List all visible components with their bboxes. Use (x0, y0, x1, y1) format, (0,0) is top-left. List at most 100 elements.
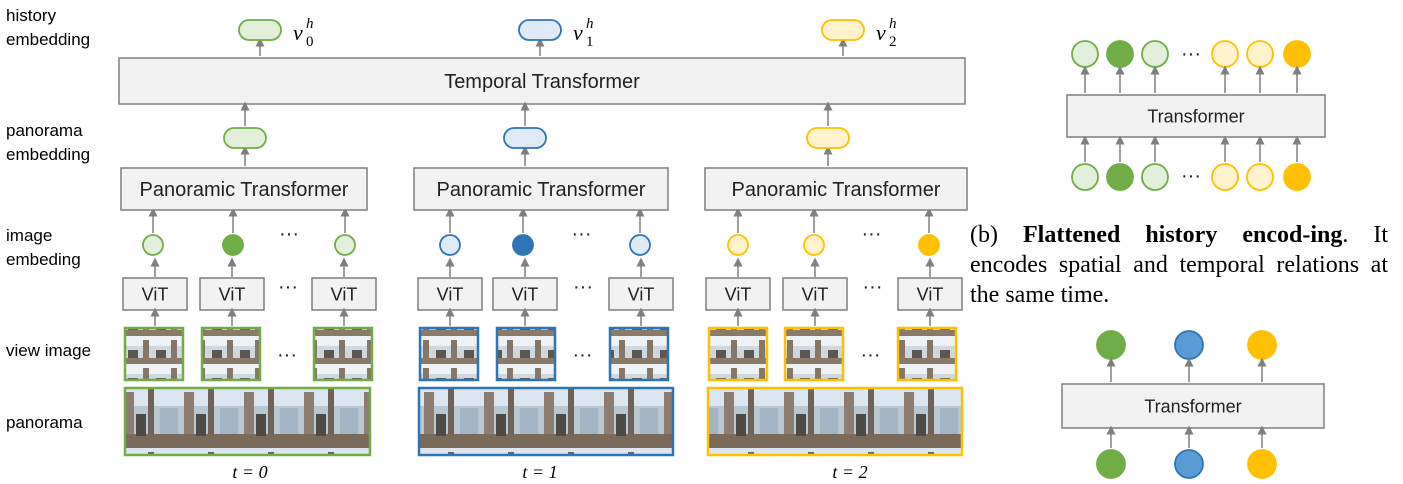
history-sub-t0: 0 (306, 34, 314, 50)
history-sub-t2: 2 (889, 34, 897, 50)
vit-box-t1-1 (492, 277, 558, 311)
panoramic-transformer-t1-label: Panoramic Transformer (437, 179, 646, 201)
image-embedding-t0-1 (222, 234, 244, 256)
caption-rest: . It encodes spatial and temporal relati… (970, 222, 1388, 308)
label-image-embedding: image embeding (6, 226, 81, 269)
history-embedding-t1 (518, 19, 562, 41)
view-image-t0-2 (312, 326, 374, 382)
flattened-ellipsis-bottom: ··· (1181, 165, 1201, 187)
history-embedding-t2 (821, 19, 865, 41)
panorama-t1 (417, 386, 675, 457)
history-sup-t2: h (889, 16, 897, 32)
emb-ellipsis-t2: ··· (862, 223, 882, 245)
vit-box-t0-1 (199, 277, 265, 311)
view-image-t1-1 (495, 326, 557, 382)
flattened-output-3 (1211, 40, 1239, 68)
time-label-t2: t = 2 (832, 462, 867, 482)
time-label-t0: t = 0 (232, 462, 267, 482)
label-view-image: view image (6, 341, 92, 360)
history-transformer-box (1061, 383, 1325, 429)
flattened-input-2 (1141, 163, 1169, 191)
history-output-1 (1174, 330, 1204, 360)
history-output-0 (1096, 330, 1126, 360)
flattened-output-5 (1283, 40, 1311, 68)
view-image-t0-1 (200, 326, 262, 382)
emb-ellipsis-t1: ··· (572, 223, 592, 245)
vit-ellipsis-t1: ··· (573, 276, 593, 298)
vit-box-t0-0-label: ViT (142, 284, 169, 304)
history-var-t0: v (293, 20, 303, 45)
view-image-t2-2 (896, 326, 958, 382)
vit-box-t2-0-label: ViT (725, 284, 752, 304)
flattened-ellipsis-top: ··· (1181, 43, 1201, 65)
image-embedding-t0-0 (142, 234, 164, 256)
view-ellipsis-t0: ··· (277, 344, 297, 366)
vit-box-t0-2-label: ViT (331, 284, 358, 304)
panorama-embedding-t0 (223, 127, 267, 149)
temporal-transformer-box-label: Temporal Transformer (444, 71, 640, 93)
label-panorama-embedding: panorama embedding (6, 121, 91, 164)
flattened-output-1 (1106, 40, 1134, 68)
image-embedding-t2-2 (918, 234, 940, 256)
view-ellipsis-t2: ··· (861, 344, 881, 366)
flattened-input-0 (1071, 163, 1099, 191)
vit-box-t0-1-label: ViT (219, 284, 246, 304)
flattened-transformer-box-label: Transformer (1147, 106, 1244, 126)
vit-box-t1-0-label: ViT (437, 284, 464, 304)
history-embedding-t0 (238, 19, 282, 41)
panoramic-transformer-t0-label: Panoramic Transformer (140, 179, 349, 201)
history-sub-t1: 1 (586, 34, 594, 50)
panorama-embedding-t2 (806, 127, 850, 149)
image-embedding-t1-1 (512, 234, 534, 256)
view-image-t2-1 (783, 326, 845, 382)
view-ellipsis-t1: ··· (573, 344, 593, 366)
caption-bold: Flattened history encod-ing (1023, 222, 1343, 248)
view-image-t0-0 (123, 326, 185, 382)
view-image-t2-0 (707, 326, 769, 382)
history-input-0 (1096, 449, 1126, 479)
panorama-t2 (706, 386, 964, 457)
image-embedding-t2-0 (727, 234, 749, 256)
flattened-input-3 (1211, 163, 1239, 191)
time-label-t1: t = 1 (522, 462, 557, 482)
panoramic-transformer-t2-label: Panoramic Transformer (732, 179, 941, 201)
history-input-1 (1174, 449, 1204, 479)
vit-box-t1-0 (417, 277, 483, 311)
history-sup-t0: h (306, 16, 314, 32)
vit-box-t1-2-label: ViT (628, 284, 655, 304)
vit-box-t2-2-label: ViT (917, 284, 944, 304)
emb-ellipsis-t0: ··· (279, 223, 299, 245)
vit-box-t2-1 (782, 277, 848, 311)
history-sup-t1: h (586, 16, 594, 32)
vit-ellipsis-t2: ··· (863, 276, 883, 298)
label-panorama: panorama (6, 413, 83, 432)
vit-box-t2-0 (705, 277, 771, 311)
image-embedding-t1-0 (439, 234, 461, 256)
flattened-output-4 (1246, 40, 1274, 68)
vit-box-t2-1-label: ViT (802, 284, 829, 304)
history-input-2 (1247, 449, 1277, 479)
panorama-embedding-t1 (503, 127, 547, 149)
history-var-t1: v (573, 20, 583, 45)
flattened-output-0 (1071, 40, 1099, 68)
flattened-output-2 (1141, 40, 1169, 68)
panoramic-transformer-t2 (704, 167, 968, 211)
vit-ellipsis-t0: ··· (278, 276, 298, 298)
vit-box-t0-0 (122, 277, 188, 311)
temporal-transformer-box (118, 57, 966, 105)
panoramic-transformer-t1 (413, 167, 669, 211)
flattened-input-5 (1283, 163, 1311, 191)
image-embedding-t2-1 (803, 234, 825, 256)
panoramic-transformer-t0 (120, 167, 368, 211)
image-embedding-t1-2 (629, 234, 651, 256)
history-var-t2: v (876, 20, 886, 45)
label-history-embedding: history embedding (6, 6, 91, 49)
vit-box-t1-1-label: ViT (512, 284, 539, 304)
flattened-input-1 (1106, 163, 1134, 191)
history-transformer-box-label: Transformer (1144, 396, 1241, 416)
caption-prefix: (b) (970, 222, 1023, 248)
view-image-t1-2 (608, 326, 670, 382)
flattened-transformer-box (1066, 94, 1326, 138)
caption-b: (b) Flattened history encod-ing. It enco… (970, 220, 1388, 310)
